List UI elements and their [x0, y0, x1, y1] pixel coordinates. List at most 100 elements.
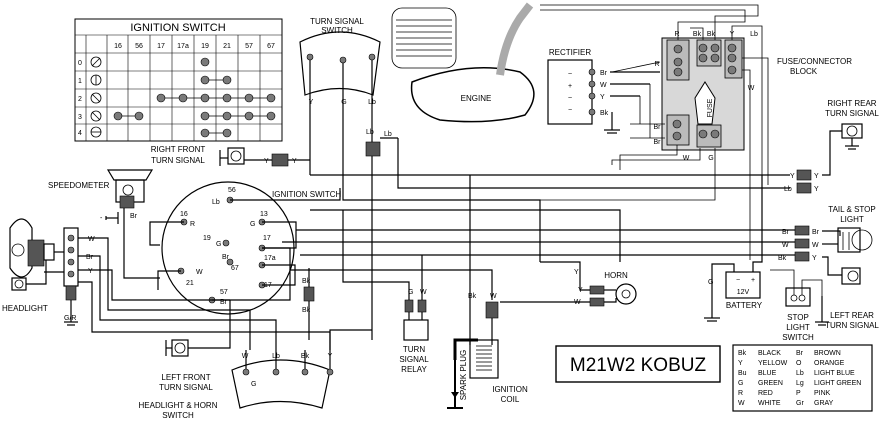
col-21: 21	[223, 43, 231, 50]
svg-text:W: W	[242, 353, 249, 360]
legend-name-3: BLUE	[758, 370, 777, 377]
legend-code2-2: O	[796, 360, 802, 367]
right-rear-ts-label-1: RIGHT REAR	[827, 99, 876, 108]
svg-text:Lb: Lb	[272, 353, 280, 360]
svg-text:W: W	[196, 269, 203, 276]
turn-signal-relay: G W TURN SIGNAL RELAY	[342, 210, 429, 374]
ignition-coil-label-1: IGNITION	[492, 385, 528, 394]
svg-text:19: 19	[203, 235, 211, 242]
svg-text:17: 17	[263, 235, 271, 242]
row-4: 4	[78, 130, 82, 137]
svg-text:Br: Br	[130, 213, 138, 220]
lb-wire: Lb Lb Lb Y	[342, 129, 819, 340]
svg-text:G: G	[708, 279, 713, 286]
svg-text:~: ~	[568, 95, 572, 102]
turn-signal-relay-label-1: TURN	[403, 345, 425, 354]
right-front-ts-label-1: RIGHT FRONT	[151, 145, 206, 154]
legend-name-6: WHITE	[758, 400, 781, 407]
svg-text:Bk: Bk	[707, 31, 716, 38]
svg-text:Y: Y	[600, 94, 605, 101]
svg-text:Br: Br	[86, 254, 94, 261]
svg-text:G: G	[216, 241, 221, 248]
rectifier: RECTIFIER ~ + ~ − Br W Y Bk	[547, 48, 660, 134]
left-front-ts-label-1: LEFT FRONT	[161, 373, 210, 382]
table-contacts	[113, 57, 276, 138]
svg-text:Bk: Bk	[778, 255, 787, 262]
headlight-horn-switch-label-2: SWITCH	[162, 411, 194, 420]
legend-code2-3: Lb	[796, 370, 804, 377]
svg-text:Y: Y	[292, 158, 297, 165]
svg-text:R: R	[654, 61, 659, 68]
ignition-switch: IGNITION SWITCH 56 Lb 16 R 13 G 19 G 17 …	[161, 181, 342, 315]
spark-plug-label: SPARK PLUG	[459, 350, 468, 401]
svg-text:+: +	[751, 277, 755, 284]
fuse-block-label-2: BLOCK	[790, 67, 818, 76]
ignition-switch-table: IGNITION SWITCH 16 56 17 17a 19 21 57 67…	[74, 18, 283, 142]
svg-text:Lb: Lb	[366, 129, 374, 136]
legend-name2-5: PINK	[814, 390, 831, 397]
tss-wire-y: Y	[309, 99, 314, 106]
svg-text:−: −	[736, 277, 740, 284]
tail-stop-label-1: TAIL & STOP	[828, 205, 875, 214]
model-title-box: M21W2 KOBUZ	[555, 345, 721, 383]
svg-text:Bk: Bk	[600, 110, 609, 117]
tail-stop-light: TAIL & STOP LIGHT Br W Bk Br W Y LEFT RE…	[778, 205, 879, 330]
ignition-coil: Bk W SPARK PLUG IGNITION COIL	[447, 175, 528, 409]
legend-name-1: BLACK	[758, 350, 781, 357]
stop-light-switch-label-1: STOP	[787, 313, 809, 322]
svg-text:Y: Y	[812, 255, 817, 262]
svg-text:Bk: Bk	[468, 293, 477, 300]
battery: − + 12V BATTERY G	[704, 175, 763, 322]
svg-text:Bk: Bk	[302, 307, 311, 314]
fuse-block-label-1: FUSE/CONNECTOR	[777, 57, 852, 66]
legend-name-4: GREEN	[758, 380, 783, 387]
headlight-label: HEADLIGHT	[2, 304, 48, 313]
svg-text:Br: Br	[812, 229, 820, 236]
svg-text:G: G	[708, 155, 713, 162]
rectifier-label: RECTIFIER	[549, 48, 591, 57]
row-0: 0	[78, 60, 82, 67]
headlight-horn-switch: W Lb Bk Y G HEADLIGHT & HORN SWITCH	[139, 329, 372, 420]
turn-signal-relay-label-3: RELAY	[401, 365, 427, 374]
svg-text:G: G	[250, 221, 255, 228]
svg-text:W: W	[748, 85, 755, 92]
legend-name2-2: ORANGE	[814, 360, 845, 367]
svg-text:W: W	[683, 155, 690, 162]
turn-signal-switch: TURN SIGNAL SWITCH Y G Lb	[299, 17, 381, 155]
speedometer: SPEEDOMETER Br -	[48, 169, 160, 279]
svg-text:Bk: Bk	[301, 353, 310, 360]
legend-code-3: Bu	[738, 370, 747, 377]
svg-text:-: -	[100, 215, 103, 222]
svg-text:G/R: G/R	[64, 315, 76, 322]
svg-text:W: W	[600, 82, 607, 89]
col-16: 16	[114, 43, 122, 50]
svg-text:Bk: Bk	[693, 31, 702, 38]
battery-label: BATTERY	[726, 301, 763, 310]
model-title: M21W2 KOBUZ	[570, 355, 707, 376]
svg-text:16: 16	[180, 211, 188, 218]
svg-text:Y: Y	[88, 268, 93, 275]
svg-text:Lb: Lb	[384, 131, 392, 138]
svg-text:+: +	[568, 83, 572, 90]
headlight-horn-switch-label-1: HEADLIGHT & HORN	[139, 401, 218, 410]
left-rear-ts-label-1: LEFT REAR	[830, 311, 874, 320]
ignition-coil-label-2: COIL	[501, 395, 520, 404]
svg-text:W: W	[782, 242, 789, 249]
col-19: 19	[201, 43, 209, 50]
col-17: 17	[157, 43, 165, 50]
legend-code2-5: P	[796, 390, 801, 397]
tss-wire-lb: Lb	[368, 99, 376, 106]
legend-name2-6: GRAY	[814, 400, 834, 407]
svg-text:Lb: Lb	[212, 199, 220, 206]
svg-text:Lb: Lb	[784, 186, 792, 193]
ignition-table-title: IGNITION SWITCH	[130, 22, 225, 34]
battery-voltage: 12V	[737, 289, 750, 296]
svg-text:−: −	[568, 107, 572, 114]
svg-text:Y: Y	[574, 269, 579, 276]
col-57: 57	[245, 43, 253, 50]
right-front-turn-signal: RIGHT FRONT TURN SIGNAL Y Y Y Y	[151, 140, 819, 181]
svg-text:57: 57	[220, 289, 228, 296]
svg-text:Br: Br	[654, 124, 662, 131]
svg-text:56: 56	[228, 187, 236, 194]
legend-code2-4: Lg	[796, 380, 804, 387]
